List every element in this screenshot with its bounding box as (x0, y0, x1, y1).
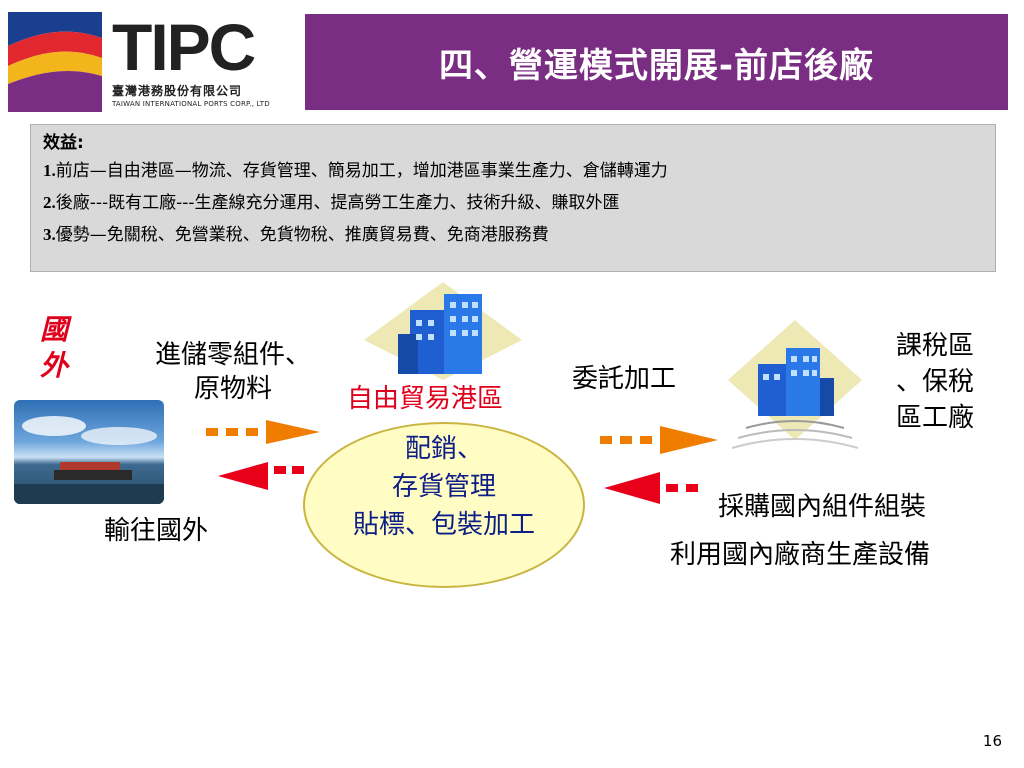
bonded-line: 課稅區 (895, 331, 974, 361)
building-icon (728, 320, 862, 449)
center-ellipse (303, 422, 585, 588)
ellipse-line: 存貨管理 (391, 472, 496, 502)
arrow-right-orange-right (600, 426, 718, 454)
benefit-line-1: 1.前店—自由港區—物流、存貨管理、簡易加工，增加港區事業生產力、倉儲轉運力 (43, 155, 983, 187)
ellipse-line: 配銷、 (404, 434, 483, 464)
building-icon (364, 282, 522, 380)
bonded-line: 、保稅 (895, 367, 974, 397)
logo-word: TIPC (112, 10, 256, 84)
overseas-char: 國 (40, 313, 69, 346)
benefit-line-2: 2.後廠---既有工廠---生產線充分運用、提高勞工生產力、技術升級、賺取外匯 (43, 187, 983, 219)
ellipse-text: 配銷、 存貨管理 貼標、包裝加工 (303, 430, 585, 544)
slide-title: 四、營運模式開展-前店後廠 (438, 45, 875, 86)
overseas-label: 國 外 (40, 312, 68, 384)
ellipse-line: 貼標、包裝加工 (352, 510, 535, 540)
domestic-equipment-label: 利用國內廠商生產設備 (670, 540, 931, 570)
import-line: 原物料 (193, 374, 272, 404)
arrow-left-red-right (604, 472, 698, 504)
benefit-line-3: 3.優勢—免關稅、免營業稅、免貨物稅、推廣貿易費、免商港服務費 (43, 219, 983, 251)
benefits-box: 效益: 1.前店—自由港區—物流、存貨管理、簡易加工，增加港區事業生產力、倉儲轉… (30, 124, 996, 272)
title-bar: 四、營運模式開展-前店後廠 (305, 14, 1008, 110)
arrow-left-red-left (218, 462, 304, 490)
benefits-heading: 效益: (43, 133, 84, 153)
consignment-label: 委託加工 (572, 364, 677, 394)
bonded-line: 區工廠 (895, 403, 974, 433)
logo-company-cn: 臺灣港務股份有限公司 (112, 84, 243, 98)
logo-company-en: TAIWAN INTERNATIONAL PORTS CORP., LTD (112, 100, 270, 108)
benefit-number: 2. (43, 193, 56, 212)
free-trade-zone-label: 自由貿易港區 (347, 384, 504, 414)
tipc-logo-flag (8, 12, 102, 112)
benefit-number: 1. (43, 161, 56, 180)
port-ship-photo (14, 400, 164, 504)
procure-label: 採購國內組件組裝 (718, 492, 927, 522)
overseas-char: 外 (40, 349, 69, 382)
bonded-zone-label: 課稅區 、保稅 區工廠 (880, 328, 990, 436)
export-label: 輸往國外 (104, 516, 209, 546)
benefit-text: 前店—自由港區—物流、存貨管理、簡易加工，增加港區事業生產力、倉儲轉運力 (55, 161, 668, 181)
import-parts-label: 進儲零組件、 原物料 (128, 338, 338, 406)
benefit-text: 優勢—免關稅、免營業稅、免貨物稅、推廣貿易費、免商港服務費 (55, 225, 549, 245)
benefit-text: 後廠---既有工廠---生產線充分運用、提高勞工生產力、技術升級、賺取外匯 (55, 193, 620, 213)
tipc-logo: TIPC 臺灣港務股份有限公司 TAIWAN INTERNATIONAL POR… (112, 14, 302, 108)
benefit-number: 3. (43, 225, 56, 244)
page-number: 16 (982, 732, 1002, 750)
import-line: 進儲零組件、 (154, 340, 311, 370)
